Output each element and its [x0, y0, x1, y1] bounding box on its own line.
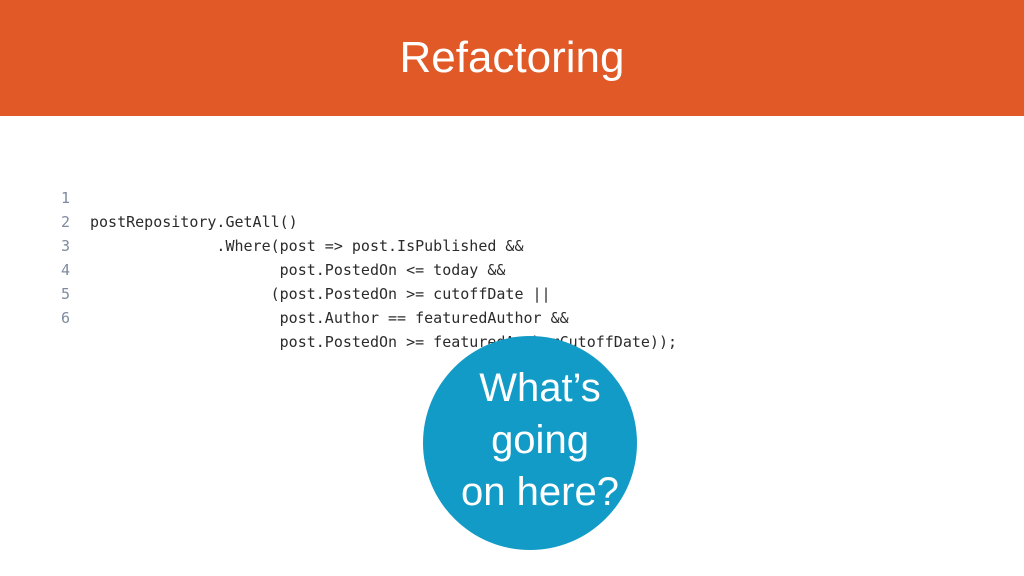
- code-line: 2 .Where(post => post.IsPublished &&: [0, 186, 1024, 255]
- callout-bubble: [423, 336, 637, 550]
- title-bar: [0, 0, 1024, 116]
- callout-line: on here?: [461, 470, 619, 514]
- code-text: .Where(post => post.IsPublished &&: [90, 237, 524, 255]
- code-text: post.PostedOn <= today &&: [90, 261, 506, 279]
- code-text: (post.PostedOn >= cutoffDate ||: [90, 285, 551, 303]
- callout-text: What’s going on here?: [443, 362, 637, 518]
- code-text: post.PostedOn >= featuredAuthorCutoffDat…: [90, 333, 677, 351]
- code-line: 5 post.Author == featuredAuthor &&: [0, 258, 1024, 327]
- line-number: 3: [60, 237, 70, 255]
- code-text: post.Author == featuredAuthor &&: [90, 309, 569, 327]
- code-line: 1 postRepository.GetAll(): [0, 162, 1024, 231]
- line-number: 1: [60, 189, 70, 207]
- code-text: postRepository.GetAll(): [90, 213, 298, 231]
- line-number: 4: [60, 261, 70, 279]
- line-number: 6: [60, 309, 70, 327]
- line-number: 2: [60, 213, 70, 231]
- code-line: 3 post.PostedOn <= today &&: [0, 210, 1024, 279]
- callout-line: What’s: [479, 366, 601, 410]
- code-block: 1 postRepository.GetAll() 2 .Where(post …: [0, 162, 1024, 351]
- code-line: 6 post.PostedOn >= featuredAuthorCutoffD…: [0, 282, 1024, 351]
- callout-line: going: [491, 418, 589, 462]
- code-line: 4 (post.PostedOn >= cutoffDate ||: [0, 234, 1024, 303]
- slide-title: Refactoring: [399, 33, 625, 82]
- line-number: 5: [60, 285, 70, 303]
